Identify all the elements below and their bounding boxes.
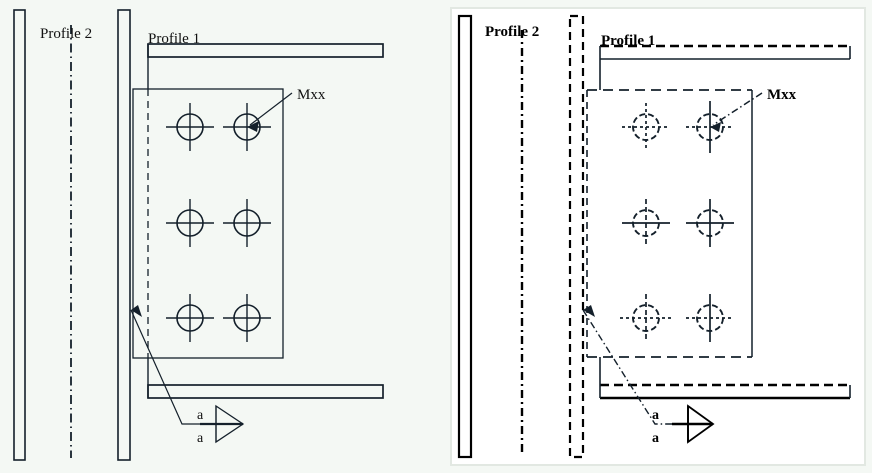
left-profile2-web-bar [117,9,131,461]
left-connection-plate [132,88,284,359]
left-section-label-bottom: a [197,431,204,446]
bolt-hole [622,199,670,247]
right-section-label-top: a [652,408,659,423]
left-profile2-outer-flange [13,9,26,461]
right-view: Mxx Profile 2 Profile 1 a a [450,7,866,466]
left-section-marker: a a [130,305,245,446]
right-profile2-outer-flange [457,14,473,459]
left-section-leader-arrowhead [131,305,142,317]
left-moment-leader-line [249,92,293,126]
left-moment-arrowhead [247,121,259,132]
right-section-label-bottom: a [652,431,659,446]
right-profile1-label: Profile 1 [601,33,655,49]
left-section-leader [130,309,200,425]
right-section-leader-arrowhead [583,305,595,317]
bolt-hole [166,294,214,342]
right-panel-background [450,7,866,466]
left-profile2-label: Profile 2 [40,26,92,42]
right-profile2-web-bar [568,14,585,459]
right-profile2-label: Profile 2 [485,24,539,40]
right-bolt-group [620,101,734,342]
right-section-marker: a a [582,305,715,446]
bolt-hole [166,103,214,151]
right-section-leader [582,309,672,425]
left-moment-label: Mxx [297,87,326,103]
right-moment-label: Mxx [767,87,797,103]
bolt-hole [622,103,670,151]
left-section-label-top: a [197,408,204,423]
right-moment-arrowhead [710,122,721,132]
bolt-hole [620,294,672,342]
bolt-hole [686,294,734,342]
left-profile1-label: Profile 1 [148,31,200,47]
left-profile1-bottom-flange [147,384,384,399]
bolt-hole [166,199,214,247]
bolt-hole [686,199,734,247]
left-view: Mxx Profile 2 Profile 1 a a [13,9,384,461]
bolt-hole [223,199,271,247]
bolt-hole [223,294,271,342]
right-moment-leader-line [712,92,763,126]
